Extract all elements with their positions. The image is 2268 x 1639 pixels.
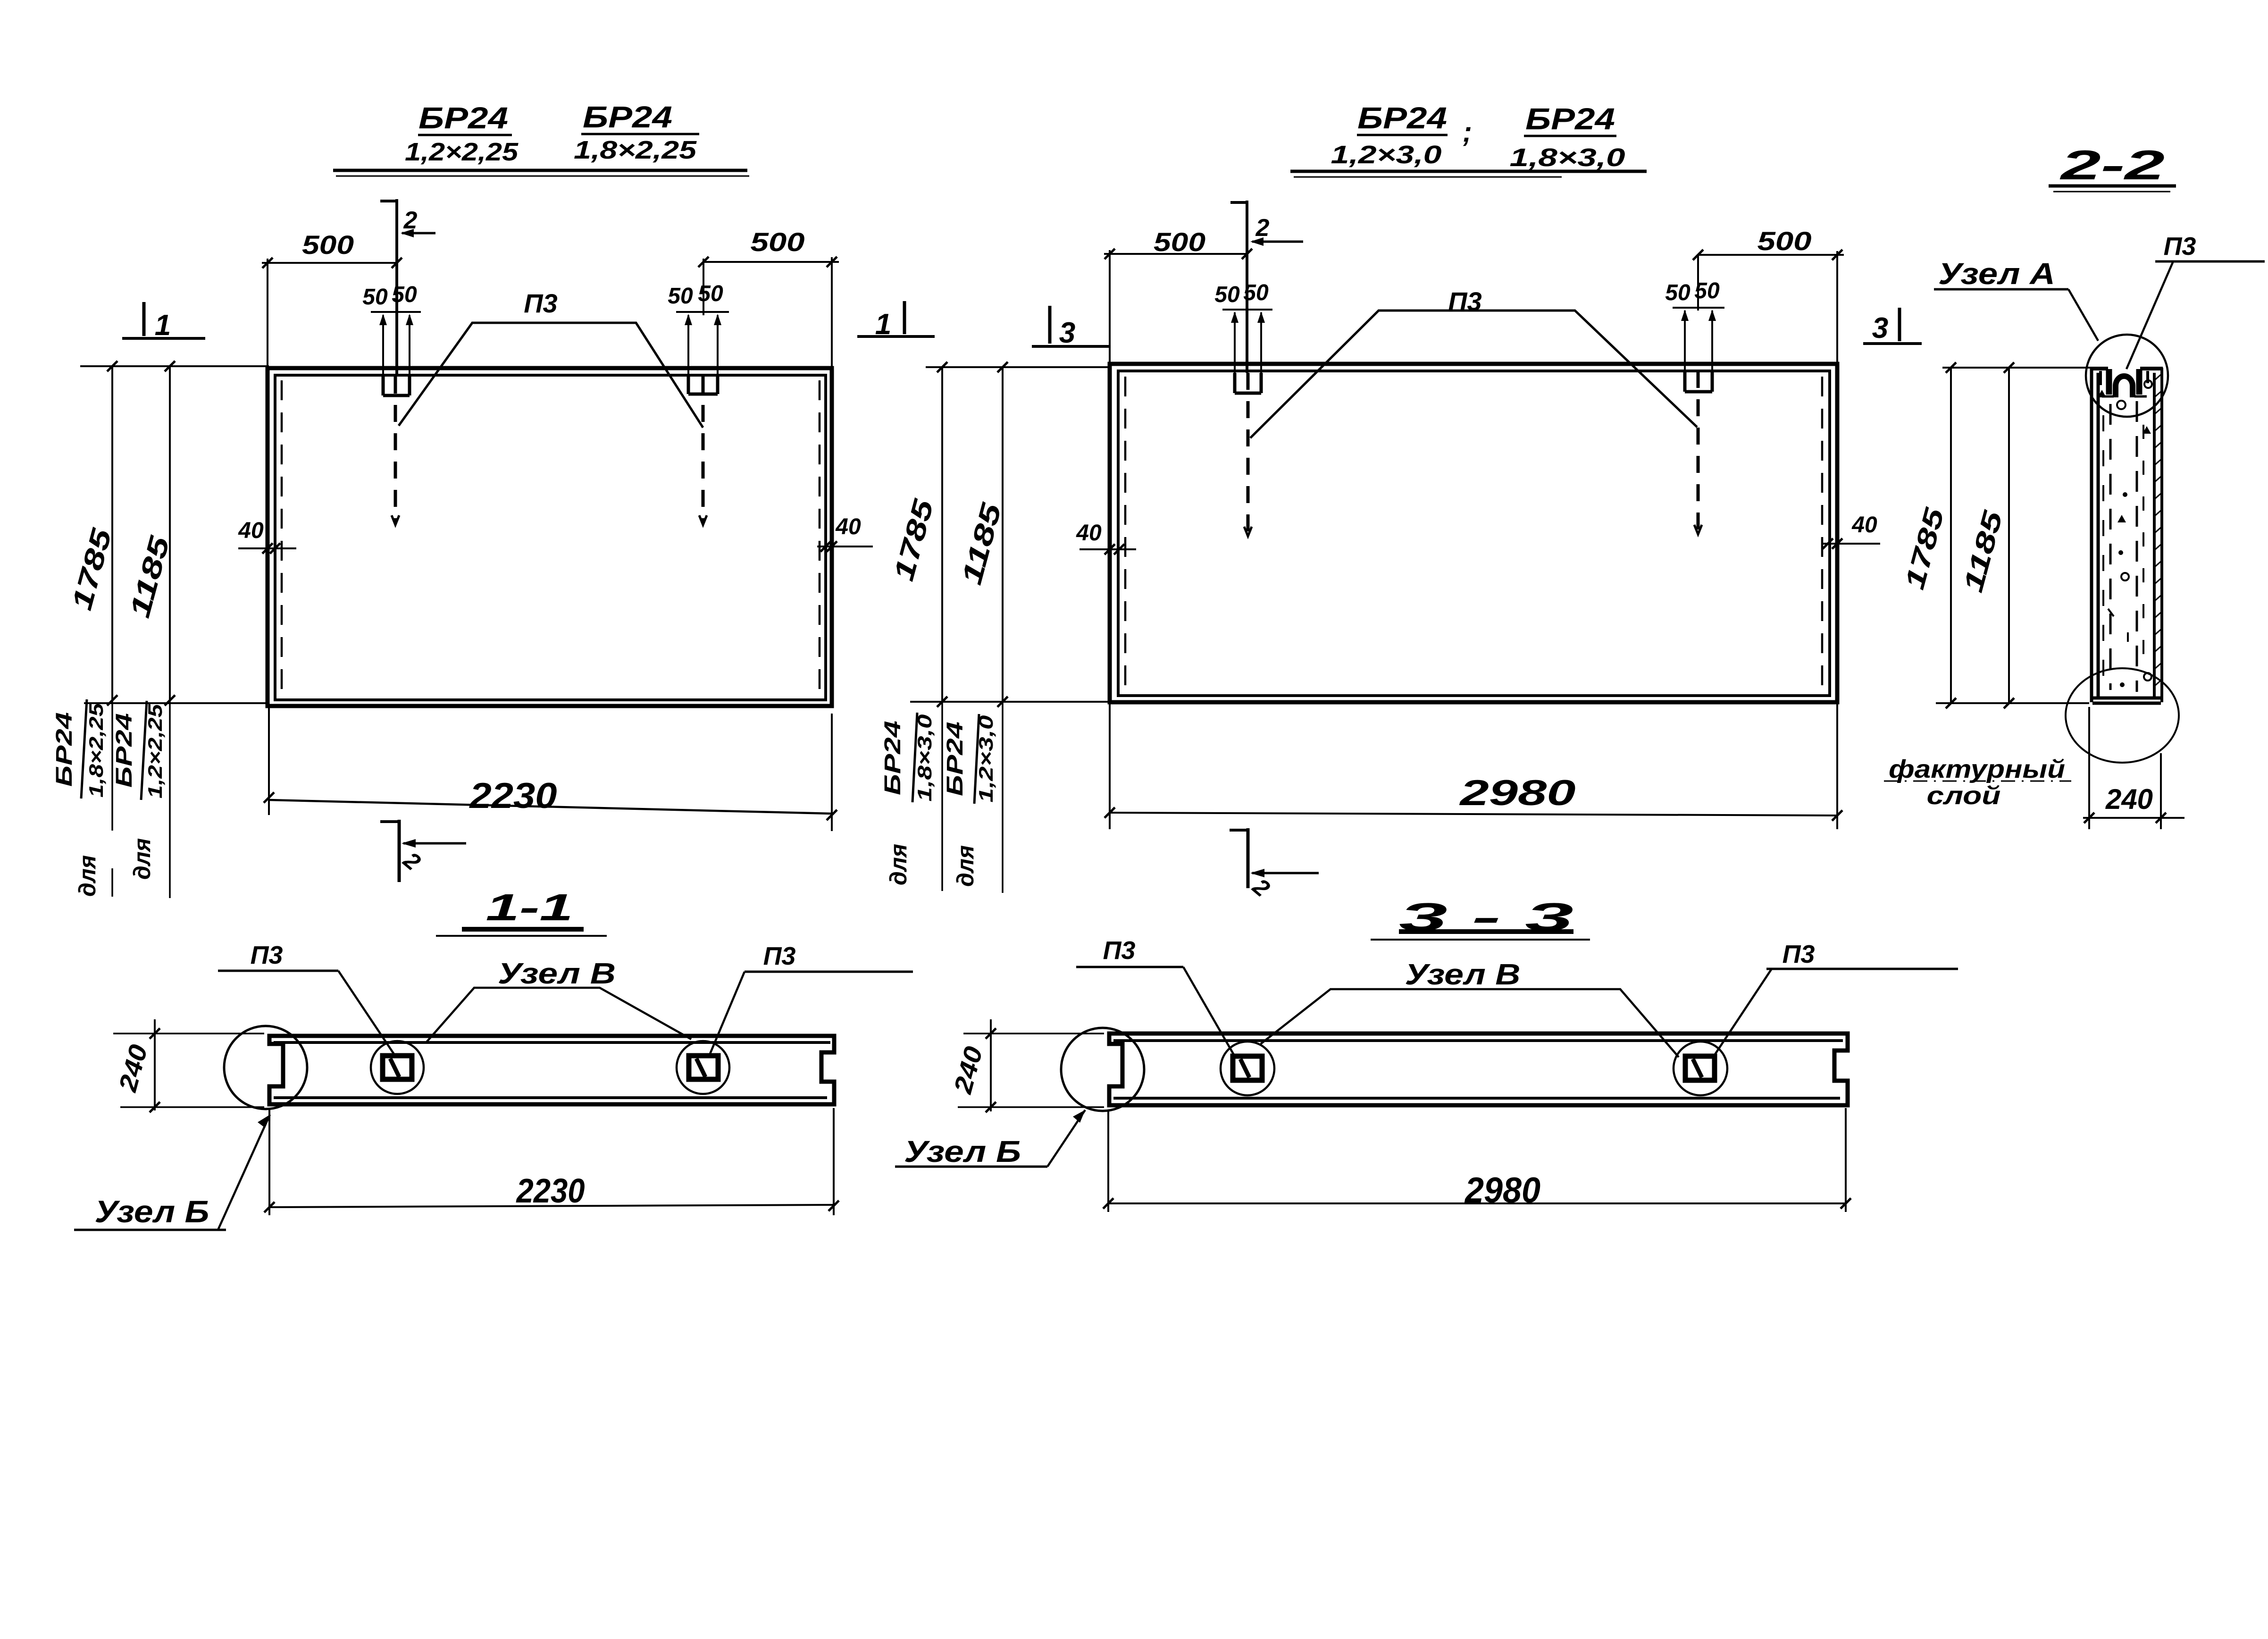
- svg-text:40: 40: [238, 518, 264, 543]
- svg-text:500: 500: [1757, 226, 1812, 256]
- svg-text:2: 2: [1255, 214, 1270, 242]
- svg-text:БР24: БР24: [583, 100, 672, 134]
- svg-text:П3: П3: [2164, 232, 2196, 261]
- svg-text:1-1: 1-1: [486, 886, 573, 928]
- svg-text:П3: П3: [1783, 940, 1815, 968]
- svg-text:240: 240: [2105, 783, 2153, 815]
- svg-text:40: 40: [835, 514, 861, 539]
- svg-text:П3: П3: [251, 941, 283, 969]
- svg-text:БР24: БР24: [112, 713, 137, 788]
- svg-text:2: 2: [403, 207, 418, 234]
- svg-text:для: для: [952, 845, 979, 887]
- svg-text:50: 50: [1214, 282, 1240, 307]
- svg-text:1,2×3,0: 1,2×3,0: [1331, 141, 1442, 169]
- svg-text:БР24: БР24: [52, 712, 77, 787]
- svg-text:БР24: БР24: [418, 101, 508, 135]
- svg-text:БР24: БР24: [943, 722, 968, 796]
- svg-text:50: 50: [1665, 280, 1691, 305]
- svg-text:2-2: 2-2: [2059, 142, 2165, 188]
- svg-text:для: для: [74, 855, 100, 897]
- svg-text:П3: П3: [1448, 286, 1481, 316]
- svg-text:БР24: БР24: [880, 721, 905, 795]
- svg-text:для: для: [885, 844, 912, 885]
- svg-text:500: 500: [1154, 227, 1205, 257]
- svg-text:П3: П3: [1103, 936, 1136, 965]
- svg-text:2980: 2980: [1459, 773, 1576, 813]
- svg-text:1,8×3,0: 1,8×3,0: [1510, 143, 1625, 172]
- svg-text:Узел Б: Узел Б: [904, 1135, 1021, 1168]
- svg-text:2980: 2980: [1464, 1170, 1540, 1210]
- svg-text:1,8×2,25: 1,8×2,25: [574, 136, 697, 164]
- svg-text:40: 40: [1076, 521, 1102, 546]
- svg-text:Узел А: Узел А: [1938, 257, 2055, 291]
- svg-text:40: 40: [1851, 513, 1877, 538]
- svg-text:;: ;: [1463, 116, 1472, 148]
- svg-text:1: 1: [155, 309, 171, 342]
- svg-text:2230: 2230: [469, 776, 557, 816]
- svg-text:1,2×3,0: 1,2×3,0: [975, 715, 997, 803]
- svg-text:для: для: [129, 838, 155, 880]
- svg-text:фактурный: фактурный: [1889, 755, 2065, 783]
- svg-text:50: 50: [362, 285, 388, 310]
- svg-text:3: 3: [1059, 317, 1075, 349]
- svg-text:Узел Б: Узел Б: [95, 1194, 209, 1229]
- svg-text:1,8×2,25: 1,8×2,25: [85, 703, 107, 798]
- svg-text:П3: П3: [524, 288, 557, 318]
- svg-text:БР24: БР24: [1357, 101, 1447, 135]
- svg-text:3: 3: [1872, 312, 1888, 345]
- svg-text:Узел В: Узел В: [498, 958, 616, 990]
- svg-text:50: 50: [668, 284, 693, 309]
- svg-text:Узел В: Узел В: [1405, 958, 1521, 991]
- svg-text:БР24: БР24: [1525, 102, 1615, 136]
- svg-text:П3: П3: [763, 942, 796, 970]
- svg-text:50: 50: [698, 281, 723, 306]
- svg-text:1,2×2,25: 1,2×2,25: [144, 704, 166, 798]
- svg-text:1,8×3,0: 1,8×3,0: [913, 714, 936, 802]
- svg-text:1,2×2,25: 1,2×2,25: [405, 138, 519, 166]
- svg-text:2230: 2230: [516, 1172, 585, 1210]
- svg-text:слой: слой: [1927, 782, 2001, 810]
- svg-text:500: 500: [751, 227, 805, 257]
- svg-text:500: 500: [302, 230, 354, 260]
